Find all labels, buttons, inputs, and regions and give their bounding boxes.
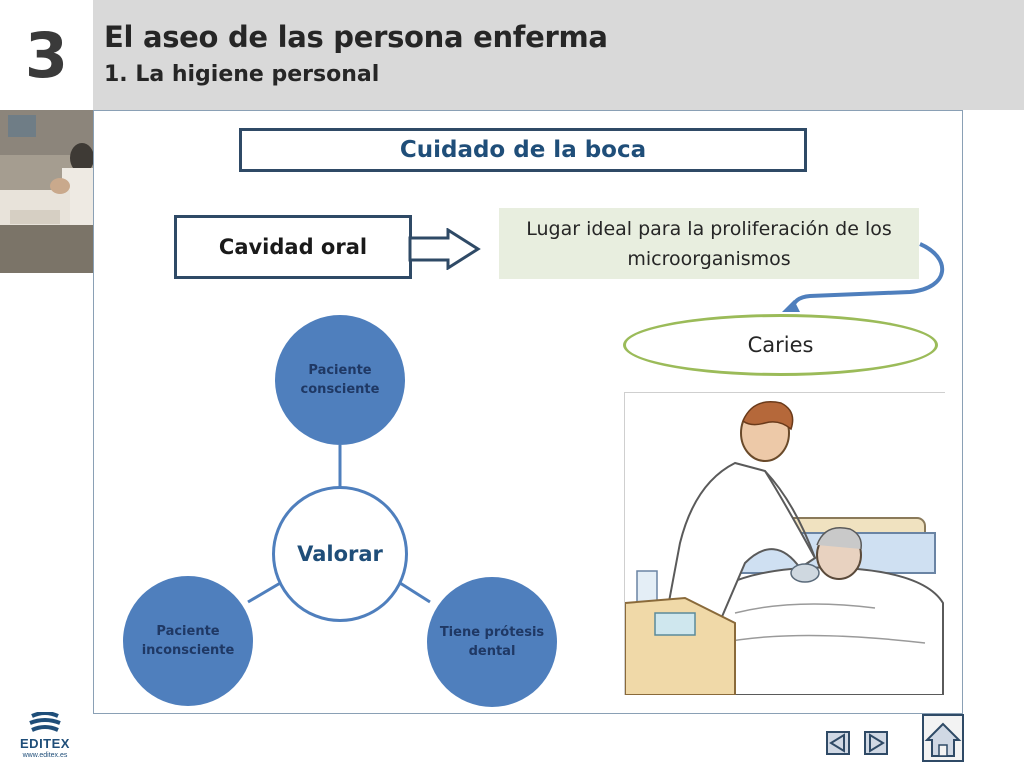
cycle-connectors <box>247 445 431 604</box>
logo-text: EDITEX <box>20 736 70 751</box>
center-valorar: Valorar <box>272 486 408 622</box>
triangle-left-icon <box>829 733 845 753</box>
node-paciente-consciente: Paciente consciente <box>275 315 405 445</box>
result-oval: Caries <box>623 314 938 376</box>
slide-subtitle: 1. La higiene personal <box>104 62 380 87</box>
node-paciente-inconsciente: Paciente inconsciente <box>123 576 253 706</box>
home-icon <box>924 722 962 757</box>
topic-title: Cuidado de la boca <box>239 128 807 172</box>
editex-logo: EDITEX www.editex.es <box>14 711 76 762</box>
editex-logo-icon <box>29 711 61 732</box>
nursing-photo <box>0 110 93 273</box>
nurse-illustration <box>624 392 945 695</box>
source-box: Cavidad oral <box>174 215 412 279</box>
previous-button[interactable] <box>826 731 850 755</box>
triangle-right-icon <box>869 733 885 753</box>
node-protesis-dental: Tiene prótesis dental <box>427 577 557 707</box>
logo-url: www.editex.es <box>22 752 68 759</box>
next-button[interactable] <box>864 731 888 755</box>
header-band <box>93 0 1024 110</box>
home-button[interactable] <box>922 714 964 762</box>
slide-title: El aseo de las persona enferma <box>104 20 608 54</box>
description-box: Lugar ideal para la proliferación de los… <box>499 208 919 279</box>
arrow-right-icon <box>408 228 481 270</box>
chapter-number: 3 <box>24 18 69 92</box>
curved-arrow-icon <box>782 242 945 312</box>
